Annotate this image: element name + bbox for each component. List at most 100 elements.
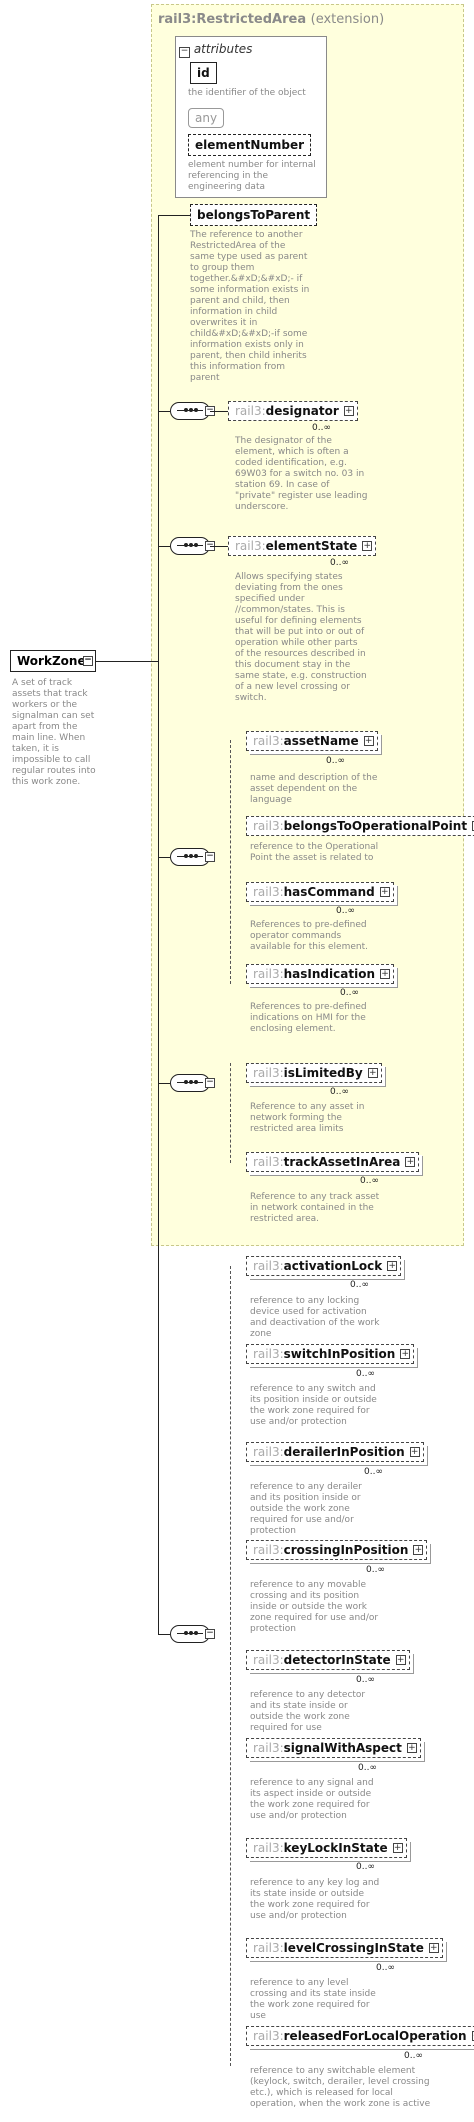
element-activationLock-description: reference to any locking device used for… xyxy=(250,1296,380,1339)
element-prefix: rail3: xyxy=(253,1347,284,1361)
expand-icon[interactable]: + xyxy=(413,1545,424,1555)
element-designator[interactable]: rail3:designator + xyxy=(228,401,358,421)
expand-icon[interactable]: + xyxy=(362,541,373,551)
element-trackAssetInArea-description: Reference to any track asset in network … xyxy=(250,1192,380,1224)
element-detectorInState[interactable]: rail3:detectorInState + xyxy=(246,1650,410,1670)
collapse-icon[interactable]: − xyxy=(83,655,93,666)
element-levelCrossingInState-description: reference to any level crossing and its … xyxy=(250,1978,376,2021)
collapse-icon[interactable]: − xyxy=(205,851,215,862)
element-name: activationLock xyxy=(283,1259,383,1273)
element-prefix: rail3: xyxy=(253,1066,284,1080)
element-signalWithAspect-description: reference to any signal and its aspect i… xyxy=(250,1778,374,1821)
element-levelCrossingInState[interactable]: rail3:levelCrossingInState + xyxy=(246,1938,443,1958)
element-prefix: rail3: xyxy=(253,1653,284,1667)
element-hasIndication-description: References to pre-defined indications on… xyxy=(250,1002,367,1034)
element-name: elementState xyxy=(265,539,358,553)
element-isLimitedBy[interactable]: rail3:isLimitedBy + xyxy=(246,1063,382,1083)
expand-icon[interactable]: + xyxy=(379,887,390,897)
element-name: crossingInPosition xyxy=(283,1543,409,1557)
root-element-workzone[interactable]: WorkZone − xyxy=(10,650,96,672)
expand-icon[interactable]: + xyxy=(387,1261,398,1271)
sequence-compositor-2[interactable]: − xyxy=(170,537,215,555)
element-trackAssetInArea[interactable]: rail3:trackAssetInArea + xyxy=(246,1152,420,1172)
element-belongsToOperationalPoint[interactable]: rail3:belongsToOperationalPoint + xyxy=(246,816,474,836)
cardinality: 0..∞ xyxy=(336,906,355,916)
element-name: hasIndication xyxy=(283,967,375,981)
collapse-icon[interactable]: − xyxy=(205,1077,215,1088)
expand-icon[interactable]: + xyxy=(392,1843,403,1853)
expand-icon[interactable]: + xyxy=(379,969,390,979)
expand-icon[interactable]: + xyxy=(400,1349,411,1359)
element-switchInPosition[interactable]: rail3:switchInPosition + xyxy=(246,1344,415,1364)
collapse-icon[interactable]: − xyxy=(179,46,190,58)
element-signalWithAspect[interactable]: rail3:signalWithAspect + xyxy=(246,1738,421,1758)
sequence-compositor-4[interactable]: − xyxy=(170,1074,215,1092)
cardinality: 0..∞ xyxy=(404,2051,423,2061)
cardinality: 0..∞ xyxy=(364,1467,383,1477)
cardinality: 0..∞ xyxy=(366,1565,385,1575)
element-keyLockInState[interactable]: rail3:keyLockInState + xyxy=(246,1838,407,1858)
element-designator-description: The designator of the element, which is … xyxy=(235,436,368,512)
element-prefix: rail3: xyxy=(253,819,284,833)
element-name: derailerInPosition xyxy=(283,1445,405,1459)
connector xyxy=(158,215,190,216)
element-crossingInPosition[interactable]: rail3:crossingInPosition + xyxy=(246,1540,428,1560)
element-crossingInPosition-description: reference to any movable crossing and it… xyxy=(250,1580,379,1634)
element-name: keyLockInState xyxy=(283,1841,388,1855)
cardinality: 0..∞ xyxy=(376,1963,395,1973)
element-hasIndication[interactable]: rail3:hasIndication + xyxy=(246,964,394,984)
connector xyxy=(96,661,158,662)
expand-icon[interactable]: + xyxy=(367,1068,378,1078)
expand-icon[interactable]: + xyxy=(406,1743,417,1753)
cardinality: 0..∞ xyxy=(326,756,345,766)
connector xyxy=(230,740,231,984)
expand-icon[interactable]: + xyxy=(363,736,374,746)
element-hasCommand[interactable]: rail3:hasCommand + xyxy=(246,882,394,902)
expand-icon[interactable]: + xyxy=(409,1447,420,1457)
element-prefix: rail3: xyxy=(235,539,266,553)
element-switchInPosition-description: reference to any switch and its position… xyxy=(250,1384,377,1427)
attribute-belongsToParent[interactable]: belongsToParent xyxy=(190,204,318,226)
expand-icon[interactable]: + xyxy=(395,1655,406,1665)
expand-icon[interactable]: + xyxy=(471,2031,474,2041)
element-keyLockInState-description: reference to any key log and its state i… xyxy=(250,1878,380,1921)
element-prefix: rail3: xyxy=(253,1941,284,1955)
attributes-header[interactable]: − attributes xyxy=(179,42,252,58)
element-prefix: rail3: xyxy=(253,1543,284,1557)
element-elementState[interactable]: rail3:elementState + xyxy=(228,536,377,556)
expand-icon[interactable]: + xyxy=(405,1157,416,1167)
element-derailerInPosition[interactable]: rail3:derailerInPosition + xyxy=(246,1442,424,1462)
attribute-id[interactable]: id xyxy=(190,62,217,84)
element-prefix: rail3: xyxy=(253,967,284,981)
attribute-any[interactable]: any xyxy=(188,108,225,128)
element-elementState-description: Allows specifying states deviating from … xyxy=(235,572,367,703)
expand-icon[interactable]: + xyxy=(428,1943,439,1953)
expand-icon[interactable]: + xyxy=(343,406,354,416)
attribute-elementNumber-description: element number for internal referencing … xyxy=(188,160,316,192)
connector xyxy=(158,857,170,858)
sequence-compositor-5[interactable]: − xyxy=(170,1625,215,1643)
element-name: designator xyxy=(265,404,339,418)
element-activationLock[interactable]: rail3:activationLock + xyxy=(246,1256,402,1276)
cardinality: 0..∞ xyxy=(330,1087,349,1097)
element-releasedForLocalOperation[interactable]: rail3:releasedForLocalOperation + xyxy=(246,2026,474,2046)
element-assetName[interactable]: rail3:assetName + xyxy=(246,731,378,751)
element-hasCommand-description: References to pre-defined operator comma… xyxy=(250,920,368,952)
element-prefix: rail3: xyxy=(253,1741,284,1755)
sequence-compositor-1[interactable]: − xyxy=(170,402,215,420)
cardinality: 0..∞ xyxy=(360,1176,379,1186)
collapse-icon[interactable]: − xyxy=(205,1628,215,1639)
element-name: releasedForLocalOperation xyxy=(283,2029,467,2043)
element-name: trackAssetInArea xyxy=(283,1155,401,1169)
element-name: isLimitedBy xyxy=(283,1066,363,1080)
connector xyxy=(158,1634,170,1635)
element-derailerInPosition-description: reference to any derailer and its positi… xyxy=(250,1482,362,1536)
connector xyxy=(210,411,228,412)
element-name: signalWithAspect xyxy=(283,1741,402,1755)
cardinality: 0..∞ xyxy=(312,423,331,433)
root-name: WorkZone xyxy=(17,654,86,668)
sequence-compositor-3[interactable]: − xyxy=(170,848,215,866)
attribute-elementNumber[interactable]: elementNumber xyxy=(188,134,312,156)
connector xyxy=(158,215,159,1635)
connector xyxy=(158,546,170,547)
